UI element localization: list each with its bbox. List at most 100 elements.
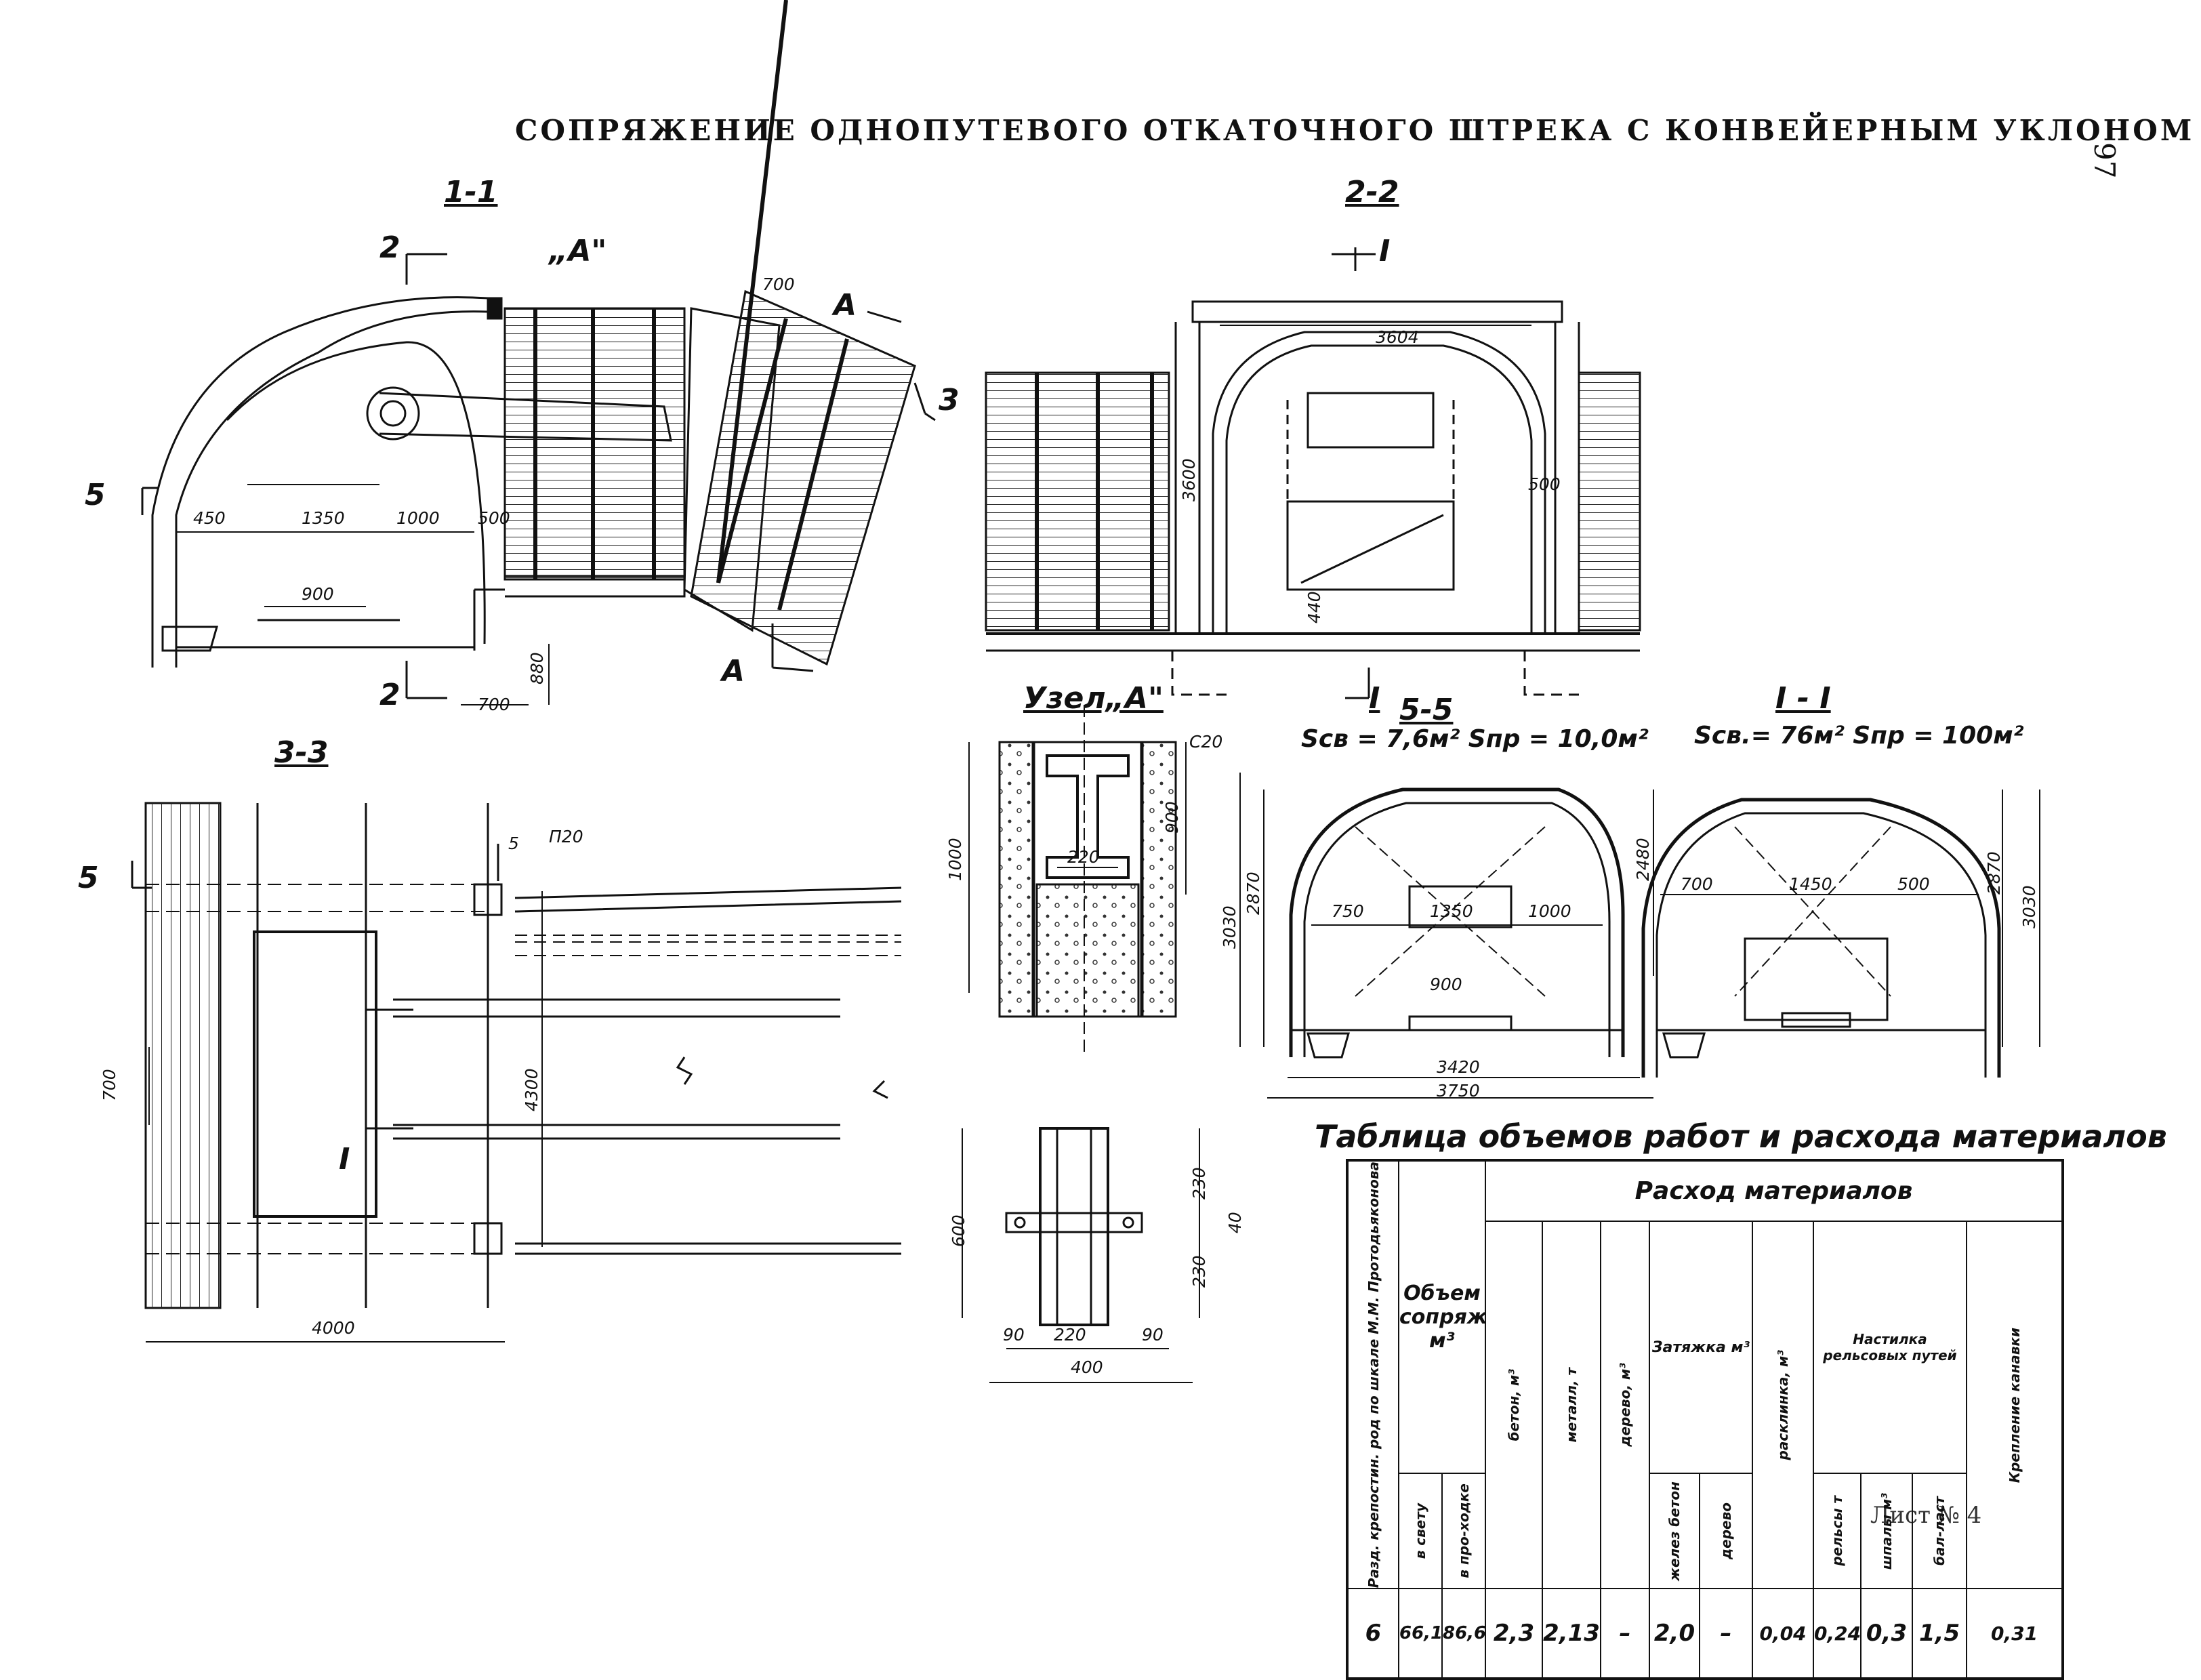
dim-440: 440 <box>1304 591 1324 623</box>
hdr-lag-rc: желез бетон <box>1649 1473 1700 1590</box>
section-i-i-drawing <box>1643 790 2040 1078</box>
dim-900-node: 900 <box>1162 801 1182 834</box>
cell-sleepers: 0,3 <box>1860 1588 1913 1680</box>
section-5-5-areas: Sсв = 7,6м² Sпр = 10,0м² <box>1301 725 1649 753</box>
section-marker-3: 3 <box>939 383 960 417</box>
cell-wood: – <box>1600 1588 1650 1680</box>
dim-1000: 1000 <box>396 508 440 528</box>
dim-900-5: 900 <box>1430 975 1462 994</box>
cell-ballast: 1,5 <box>1912 1588 1967 1680</box>
dim-1000-node: 1000 <box>945 838 965 881</box>
cell-concrete: 2,3 <box>1485 1588 1543 1680</box>
dim-880: 880 <box>527 652 547 684</box>
marker-5-small: 5 <box>508 834 519 853</box>
hdr-concrete: бетон, м³ <box>1485 1220 1543 1590</box>
cell-rails: 0,24 <box>1813 1588 1861 1680</box>
detail-drawing <box>962 1128 1199 1382</box>
dim-3600: 3600 <box>1179 458 1199 501</box>
hdr-track: Настилка рельсовых путей <box>1813 1220 1967 1475</box>
dim-1350-5: 1350 <box>1430 901 1473 921</box>
section-i-i-title: I - I <box>1775 681 1831 716</box>
hdr-rails: рельсы т <box>1813 1473 1861 1590</box>
hdr-metal: металл, т <box>1542 1220 1601 1590</box>
dim-600: 600 <box>949 1214 968 1247</box>
section-1-1-drawing <box>142 0 935 705</box>
cell-drain: 0,31 <box>1965 1588 2064 1680</box>
dim-1000-5: 1000 <box>1528 901 1571 921</box>
dim-2480: 2480 <box>1633 838 1653 881</box>
dim-2870-5: 2870 <box>1243 872 1263 915</box>
dim-1350: 1350 <box>302 508 345 528</box>
dim-500-2: 500 <box>1528 474 1561 494</box>
section-i-i-areas: Sсв.= 76м² Sпр = 100м² <box>1694 722 2024 750</box>
cell-vol-clear: 66,1 <box>1398 1588 1443 1680</box>
dim-90-right: 90 <box>1142 1325 1164 1345</box>
hdr-vol-rough: в про-ходке <box>1441 1473 1486 1590</box>
hdr-sleepers: шпалы м³ <box>1860 1473 1913 1590</box>
table-caption: Таблица объемов работ и расхода материал… <box>1315 1118 2167 1155</box>
table-row: 6 66,1 86,6 2,3 2,13 – 2,0 – 0,04 0,24 0… <box>1346 1588 2064 1680</box>
section-3-3-drawing <box>132 803 901 1342</box>
node-a-title: Узел„А" <box>1023 681 1164 716</box>
dim-700-ii: 700 <box>1681 874 1713 894</box>
dim-220-node: 220 <box>1067 847 1100 867</box>
dim-500: 500 <box>478 508 510 528</box>
section-marker-5: 5 <box>85 478 106 512</box>
dim-230-bottom: 230 <box>1189 1255 1209 1288</box>
dim-3030-ii: 3030 <box>2019 885 2039 928</box>
section-marker-5-left: 5 <box>78 861 99 895</box>
hdr-volume: Объем сопряж. м³ <box>1398 1159 1486 1475</box>
hdr-type: Разд. крепостин. род по шкале М.М. Прото… <box>1346 1159 1399 1590</box>
node-a-callout: „А" <box>549 234 607 268</box>
hdr-ballast: бал-ласт <box>1912 1473 1967 1590</box>
drawing-canvas <box>0 0 2201 1641</box>
hdr-wedging: расклинка, м³ <box>1752 1220 1814 1590</box>
dim-700-top: 700 <box>762 274 795 294</box>
cell-lag-rc: 2,0 <box>1649 1588 1700 1680</box>
dim-230-top: 230 <box>1189 1167 1209 1200</box>
beam-label-c20: С20 <box>1189 732 1223 752</box>
section-2-2-drawing <box>986 247 1640 698</box>
hdr-lagging: Затяжка м³ <box>1649 1220 1753 1475</box>
dim-3750: 3750 <box>1437 1081 1480 1101</box>
dim-3030-5: 3030 <box>1220 905 1239 949</box>
dim-3420: 3420 <box>1437 1057 1480 1077</box>
label-i: I <box>339 1142 350 1176</box>
section-marker-a-bottom: А <box>722 654 745 689</box>
section-marker-i-bottom: I <box>1369 681 1380 716</box>
section-marker-2-top: 2 <box>379 230 400 265</box>
dim-450: 450 <box>193 508 226 528</box>
dim-700-3: 700 <box>100 1069 119 1101</box>
dim-1450: 1450 <box>1789 874 1832 894</box>
hdr-consumption: Расход материалов <box>1484 1160 2064 1222</box>
section-marker-2-bottom: 2 <box>379 678 400 712</box>
dim-500-ii: 500 <box>1897 874 1930 894</box>
beam-label-p20: П20 <box>549 827 583 846</box>
cell-wedging: 0,04 <box>1752 1588 1814 1680</box>
dim-4000: 4000 <box>312 1318 355 1338</box>
dim-4300: 4300 <box>522 1068 541 1111</box>
cell-metal: 2,13 <box>1542 1588 1601 1680</box>
cell-vol-rough: 86,6 <box>1441 1588 1486 1680</box>
section-2-2-title: 2-2 <box>1345 175 1399 209</box>
dim-40: 40 <box>1225 1212 1245 1233</box>
cell-lag-wood: – <box>1699 1588 1753 1680</box>
section-marker-a-top: А <box>834 288 857 323</box>
dim-750: 750 <box>1332 901 1364 921</box>
section-5-5-drawing <box>1240 773 1653 1098</box>
hdr-vol-clear: в свету <box>1398 1473 1443 1590</box>
dim-400: 400 <box>1071 1357 1103 1377</box>
materials-table: Разд. крепостин. род по шкале М.М. Прото… <box>1346 1159 2065 1680</box>
cell-type: 6 <box>1346 1588 1399 1680</box>
dim-2870-ii: 2870 <box>1984 851 2004 895</box>
hdr-wood: дерево, м³ <box>1600 1220 1650 1590</box>
dim-3604: 3604 <box>1376 327 1419 347</box>
section-1-1-title: 1-1 <box>444 175 498 209</box>
hdr-drain: Крепление канавки <box>1965 1220 2064 1590</box>
dim-220-detail: 220 <box>1054 1325 1086 1345</box>
dim-90-left: 90 <box>1003 1325 1025 1345</box>
page-title: СОПРЯЖЕНИЕ ОДНОПУТЕВОГО ОТКАТОЧНОГО ШТРЕ… <box>515 114 2195 147</box>
dim-900: 900 <box>302 584 334 604</box>
dim-700-bottom: 700 <box>478 695 510 714</box>
section-marker-i-top: I <box>1379 234 1391 268</box>
